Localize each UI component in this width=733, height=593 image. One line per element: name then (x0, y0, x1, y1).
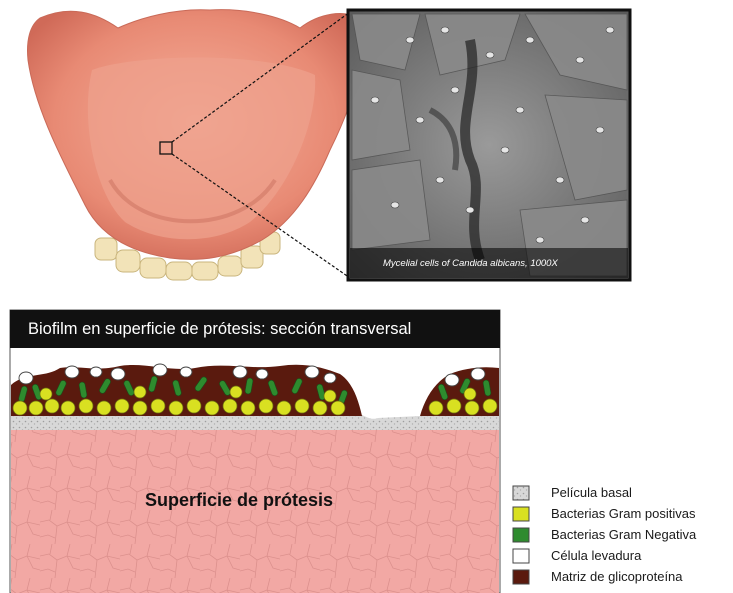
legend-label-gram-positive: Bacterias Gram positivas (551, 506, 696, 521)
surface-label: Superficie de prótesis (145, 490, 333, 511)
basal-pellicle-layer (11, 414, 499, 430)
micrograph-caption: Mycelial cells of Candida albicans, 1000… (383, 258, 558, 269)
cross-section-title: Biofilm en superficie de prótesis: secci… (10, 310, 500, 348)
legend-swatches (513, 486, 529, 584)
legend-label-yeast-cell: Célula levadura (551, 548, 641, 563)
denture-photo (28, 10, 362, 280)
cross-section-diagram (10, 310, 500, 593)
legend-label-glycoprotein-matrix: Matriz de glicoproteína (551, 569, 683, 584)
legend-label-basal-pellicle: Película basal (551, 485, 632, 500)
sem-micrograph (348, 10, 630, 280)
legend-label-gram-negative: Bacterias Gram Negativa (551, 527, 696, 542)
